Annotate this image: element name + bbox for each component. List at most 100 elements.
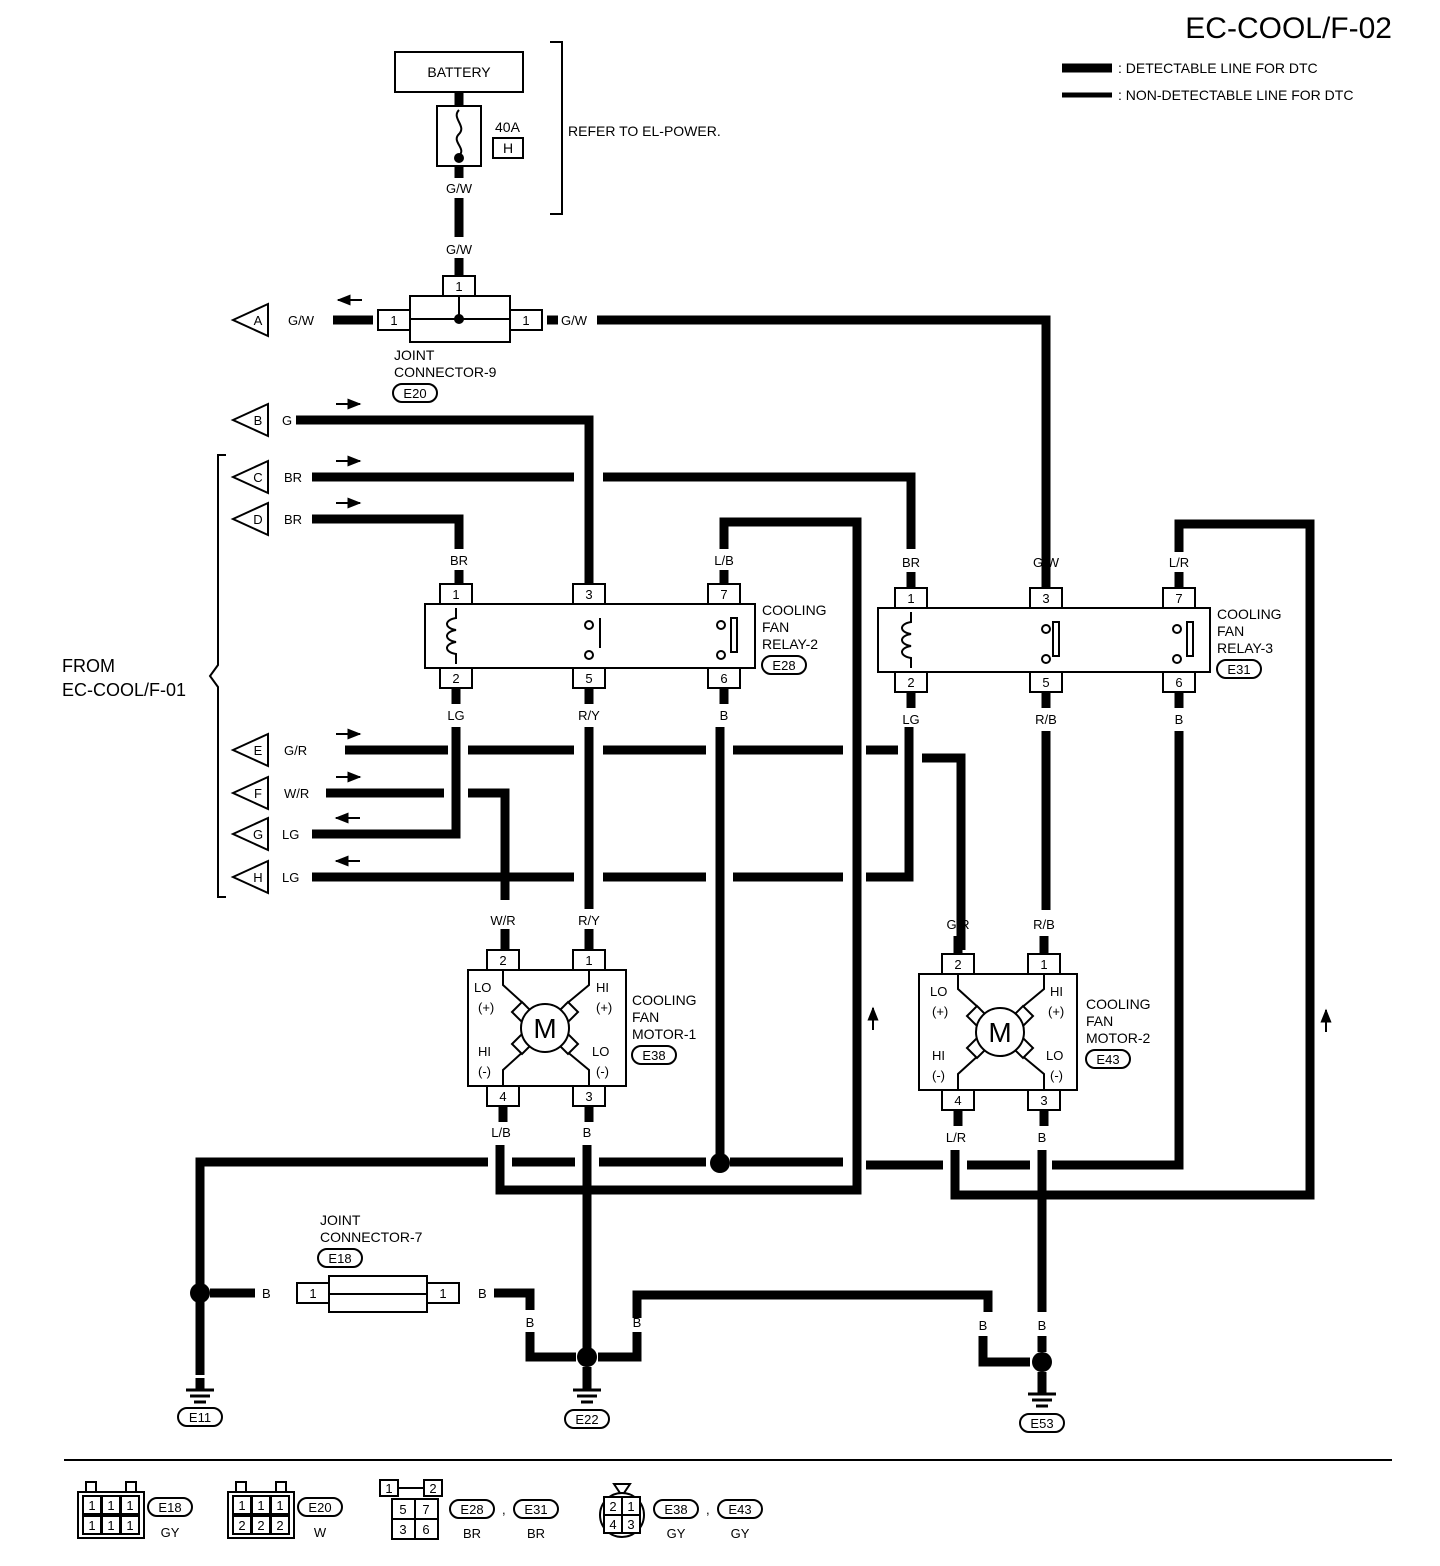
j9-wire-right: G/W xyxy=(561,313,588,328)
relay3-label-1: COOLING xyxy=(1217,606,1282,622)
relay2-label-2: FAN xyxy=(762,619,789,635)
connector-a-letter: A xyxy=(254,313,263,328)
e18-cell-1: 1 xyxy=(88,1498,95,1513)
motor2-pin-1: 1 xyxy=(1040,957,1047,972)
relay3-label-2: FAN xyxy=(1217,623,1244,639)
motor2-hi-plus-a: HI xyxy=(1050,984,1063,999)
from-label-2: EC-COOL/F-01 xyxy=(62,680,186,700)
j9-pin-top: 1 xyxy=(455,279,462,294)
j7-wire-left: B xyxy=(262,1286,271,1301)
motor2-pin-4: 4 xyxy=(954,1093,961,1108)
relay2-wire-7: L/B xyxy=(714,553,734,568)
footer-e18-color: GY xyxy=(161,1525,180,1540)
e20-cell-6: 2 xyxy=(276,1518,283,1533)
motor1-hi-plus-a: HI xyxy=(596,980,609,995)
footer-e43-color: GY xyxy=(731,1526,750,1541)
relay2-pin-2: 2 xyxy=(452,671,459,686)
relay2-pin-6: 6 xyxy=(720,671,727,686)
motor1-lo-minus-a: LO xyxy=(592,1044,609,1059)
connector-h-letter: H xyxy=(253,870,262,885)
relay3-wire-2: LG xyxy=(902,712,919,727)
relay3-coil-icon xyxy=(901,612,912,668)
motor1-label-3: MOTOR-1 xyxy=(632,1026,697,1042)
motor1-wire-4: L/B xyxy=(491,1125,511,1140)
motor2-lo-plus-a: LO xyxy=(930,984,947,999)
battery-label: BATTERY xyxy=(427,64,491,80)
motor1-wire-3: B xyxy=(583,1125,592,1140)
e20-cell-4: 2 xyxy=(238,1518,245,1533)
motor2-pin-2: 2 xyxy=(954,957,961,972)
connector-c-wire: BR xyxy=(284,470,302,485)
footer-e28-color: BR xyxy=(463,1526,481,1541)
ground-e53: B B E53 xyxy=(978,1318,1065,1433)
connector-d-wire: BR xyxy=(284,512,302,527)
motor1-pin-3: 3 xyxy=(585,1089,592,1104)
page-id: EC-COOL/F-02 xyxy=(1185,12,1392,45)
relay3-wire-7: L/R xyxy=(1169,555,1189,570)
cooling-fan-relay-3: BR G/W L/R 1 3 7 2 5 6 LG R/B B COOLI xyxy=(877,519,1315,1200)
j9-wire-left: G/W xyxy=(288,313,315,328)
connector-f-wire: W/R xyxy=(284,786,309,801)
e18-cell-2: 1 xyxy=(107,1498,114,1513)
relay3-id: E31 xyxy=(1227,662,1250,677)
connector-d: D BR xyxy=(230,497,464,549)
connector-e-letter: E xyxy=(254,743,263,758)
connector-g-letter: G xyxy=(253,827,263,842)
connector-f: F W/R xyxy=(230,771,510,900)
footer-e28-id: E28 xyxy=(460,1502,483,1517)
relay2-pin-5: 5 xyxy=(585,671,592,686)
battery xyxy=(394,51,524,93)
connector-h: H LG xyxy=(230,727,914,895)
battery-section: BATTERY 40A H G/W G/W REFER TO EL-POWER. xyxy=(394,41,721,276)
motor1-lo-plus-b: (+) xyxy=(478,1000,494,1015)
footer-e38-id: E38 xyxy=(664,1502,687,1517)
motor1-id: E38 xyxy=(642,1048,665,1063)
ground-e53-wire-mid: B xyxy=(1038,1318,1047,1333)
connector-g: G LG xyxy=(230,727,461,852)
j7-pin-left: 1 xyxy=(309,1286,316,1301)
refer-text: REFER TO EL-POWER. xyxy=(568,123,721,139)
relay2-wire-5: R/Y xyxy=(578,708,600,723)
j9-label-2: CONNECTOR-9 xyxy=(394,364,497,380)
motor1-symbol: M xyxy=(533,1013,556,1044)
round-cell-2: 2 xyxy=(609,1499,616,1514)
relay2-wire-6: B xyxy=(720,708,729,723)
motor2-hi-minus-b: (-) xyxy=(932,1068,945,1083)
j7-label-2: CONNECTOR-7 xyxy=(320,1229,423,1245)
motor2-hi-plus-b: (+) xyxy=(1048,1004,1064,1019)
ground-e22: B B B E22 xyxy=(525,1290,993,1429)
footer-e20-color: W xyxy=(314,1525,327,1540)
relay3-pin-5: 5 xyxy=(1042,675,1049,690)
footer-e18-id: E18 xyxy=(158,1500,181,1515)
connector-e-wire: G/R xyxy=(284,743,307,758)
footer-sep-1: , xyxy=(502,1502,506,1517)
e20-cell-1: 1 xyxy=(238,1498,245,1513)
motor1-hi-minus-a: HI xyxy=(478,1044,491,1059)
ground-e53-wire-left: B xyxy=(979,1318,988,1333)
joint-connector-9: 1 1 1 JOINT CONNECTOR-9 E20 G/W G/W xyxy=(288,275,1051,580)
e18-cell-3: 1 xyxy=(126,1498,133,1513)
motor2-wire-2: G/R xyxy=(946,917,969,932)
round-cell-1: 1 xyxy=(627,1499,634,1514)
relay3-pin-7: 7 xyxy=(1175,591,1182,606)
motor2-lo-minus-a: LO xyxy=(1046,1048,1063,1063)
motor2-wire-1: R/B xyxy=(1033,917,1055,932)
relay3-label-3: RELAY-3 xyxy=(1217,640,1273,656)
motor1-wire-2: W/R xyxy=(490,913,515,928)
ground-e22-wire-mid: B xyxy=(583,1315,592,1330)
connector-c: C BR xyxy=(230,455,916,549)
motor2-pin-3: 3 xyxy=(1040,1093,1047,1108)
relay3-wire-3: G/W xyxy=(1033,555,1060,570)
motor2-label-1: COOLING xyxy=(1086,996,1151,1012)
motor1-pin-4: 4 xyxy=(499,1089,506,1104)
j9-id: E20 xyxy=(403,386,426,401)
fuse-id: H xyxy=(503,140,513,156)
connector-f-letter: F xyxy=(254,786,262,801)
relay2-pin-1: 1 xyxy=(452,587,459,602)
j9-pin-right: 1 xyxy=(522,313,529,328)
relay2-label-1: COOLING xyxy=(762,602,827,618)
connector-b-letter: B xyxy=(254,413,263,428)
e20-cell-2: 1 xyxy=(257,1498,264,1513)
motor2-wire-3: B xyxy=(1038,1130,1047,1145)
j7-pin-right: 1 xyxy=(439,1286,446,1301)
